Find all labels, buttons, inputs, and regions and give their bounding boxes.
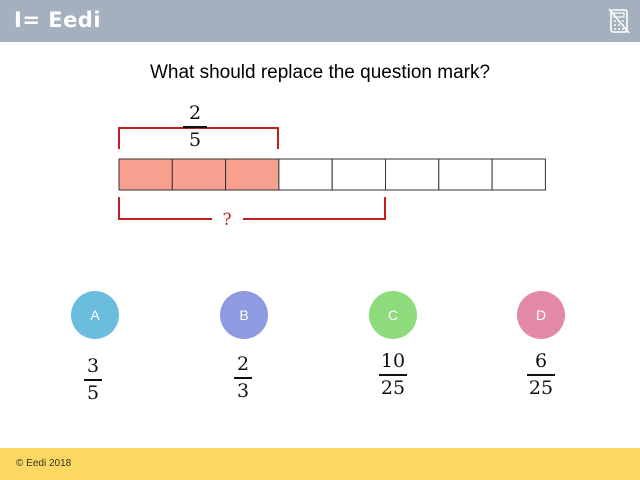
option-a-numerator: 3 [86, 355, 100, 377]
fraction-line [234, 377, 252, 379]
bar-cell-shaded [225, 158, 280, 191]
option-a-letter: A [90, 307, 100, 323]
bottom-bracket-right [243, 197, 386, 220]
eedi-logo: I= Eedi [14, 8, 102, 32]
option-a-denominator: 5 [86, 381, 100, 404]
bar-cell-empty [278, 158, 333, 191]
option-a-circle[interactable]: A [71, 291, 119, 339]
fraction-line [379, 374, 407, 376]
option-b-circle[interactable]: B [220, 291, 268, 339]
calculator-off-icon[interactable] [608, 8, 630, 34]
bar-cell-empty [331, 158, 387, 191]
copyright-text: © Eedi 2018 [16, 458, 72, 469]
bar-cell-shaded [118, 158, 173, 191]
fraction-line [527, 374, 555, 376]
option-d-numerator: 6 [534, 350, 548, 372]
bar-cell-empty [438, 158, 493, 191]
option-b-letter: B [239, 307, 249, 323]
header-bar: I= Eedi [0, 0, 640, 42]
top-fraction-label: 2 5 [183, 104, 207, 150]
top-bracket [118, 127, 279, 149]
fraction-bar-diagram [118, 127, 546, 220]
top-fraction-denominator: 5 [188, 128, 202, 151]
bar-cell-shaded [171, 158, 227, 191]
option-d-circle[interactable]: D [517, 291, 565, 339]
fraction-line [84, 379, 102, 381]
footer-bar: © Eedi 2018 [0, 448, 640, 480]
option-b-fraction: 2 3 [230, 355, 256, 401]
bar-cell-empty [385, 158, 440, 191]
question-text: What should replace the question mark? [149, 62, 491, 83]
fraction-line [183, 126, 207, 128]
top-fraction-numerator: 2 [188, 102, 202, 124]
option-b-numerator: 2 [236, 353, 250, 375]
option-c-numerator: 10 [380, 350, 406, 372]
option-c-fraction: 10 25 [377, 352, 409, 398]
option-b-denominator: 3 [236, 379, 250, 402]
option-a-fraction: 3 5 [80, 357, 106, 403]
question-mark-label: ? [222, 210, 232, 230]
option-d-letter: D [535, 307, 547, 323]
option-c-denominator: 25 [380, 376, 406, 399]
option-c-circle[interactable]: C [369, 291, 417, 339]
bottom-bracket-left [118, 197, 212, 220]
option-d-denominator: 25 [528, 376, 554, 399]
option-c-letter: C [387, 307, 399, 323]
bar-cell-empty [491, 158, 546, 191]
option-d-fraction: 6 25 [525, 352, 557, 398]
